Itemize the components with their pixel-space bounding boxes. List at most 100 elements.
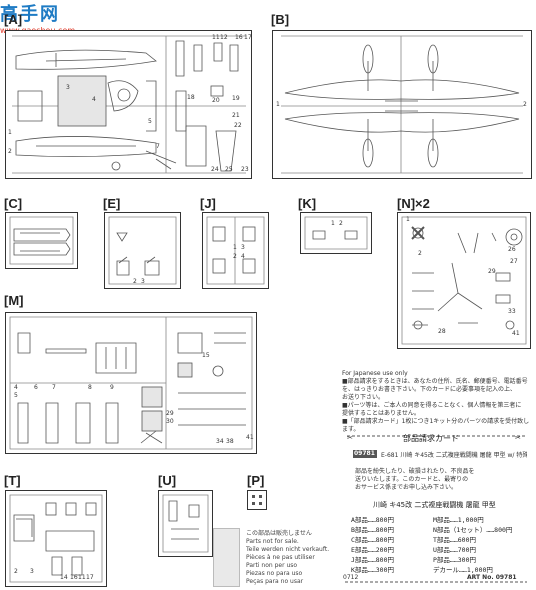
svg-text:2: 2 xyxy=(14,568,18,575)
svg-text:34: 34 xyxy=(216,438,224,445)
price-right-M: M部品……1,000円 xyxy=(433,516,484,524)
label-A: [A] xyxy=(4,12,23,27)
nfs-line: Piezas no para uso xyxy=(246,570,303,577)
svg-text:26: 26 xyxy=(508,246,516,253)
svg-text:33: 33 xyxy=(508,308,516,315)
price-left-E: E部品……200円 xyxy=(351,546,394,554)
svg-text:11: 11 xyxy=(78,574,86,581)
notice-line: ■部品請求をするときは、あなたの住所、氏名、郵便番号、電話番号 xyxy=(342,378,528,385)
nfs-line: Peças para no usar xyxy=(246,578,304,585)
notice-line: ■パーツ等は、ご本人の同意を得ることなく、個人情報を第三者に xyxy=(342,402,522,409)
svg-text:41: 41 xyxy=(512,330,520,337)
svg-text:6: 6 xyxy=(34,384,38,391)
svg-text:1: 1 xyxy=(331,220,335,227)
svg-text:19: 19 xyxy=(232,95,240,102)
notice-line: を、はっきりお書き下さい。下のカードに必要事項を記入の上、 xyxy=(342,386,517,393)
sprue-C-drawing xyxy=(9,216,74,265)
card-footer-right: ART No. 09781 xyxy=(467,574,517,581)
svg-text:9: 9 xyxy=(110,384,114,391)
svg-text:16: 16 xyxy=(70,574,78,581)
svg-text:3: 3 xyxy=(241,244,245,251)
svg-text:12: 12 xyxy=(220,34,228,41)
svg-text:2: 2 xyxy=(8,148,12,155)
svg-text:5: 5 xyxy=(14,392,18,399)
logo-brand: 高手网 xyxy=(0,4,60,25)
svg-text:3: 3 xyxy=(66,84,70,91)
card-code: 09781 xyxy=(354,450,375,457)
sprue-frame-N: 1 2 26 27 33 41 28 29 xyxy=(397,212,531,349)
price-right-decal: デカール……1,000円 xyxy=(433,566,493,574)
label-N: [N]×2 xyxy=(397,196,430,211)
svg-text:24: 24 xyxy=(211,166,219,173)
notice-line: ■「部品請求カード」1枚につき1キット分のパーツの請求を受付致します。 xyxy=(342,418,530,433)
label-M: [M] xyxy=(4,293,24,308)
svg-text:5: 5 xyxy=(148,118,152,125)
not-for-sale-swatch xyxy=(213,528,240,587)
price-right-T: T部品……600円 xyxy=(433,536,476,544)
svg-text:14: 14 xyxy=(60,574,68,581)
sprue-frame-U xyxy=(158,490,213,557)
card-product-name: 川崎 キ45改 二式複座戦闘機 屠龍 甲型 xyxy=(373,501,496,509)
svg-text:8: 8 xyxy=(88,384,92,391)
notice-line: 提供することはありません。 xyxy=(342,410,420,417)
scissors-icon: ✂ xyxy=(347,434,353,442)
svg-text:7: 7 xyxy=(156,143,160,150)
label-C: [C] xyxy=(4,196,23,211)
svg-text:15: 15 xyxy=(202,352,210,359)
card-title: 部品請求カード xyxy=(403,434,459,443)
svg-text:28: 28 xyxy=(438,328,446,335)
svg-text:1: 1 xyxy=(233,244,237,251)
svg-text:1: 1 xyxy=(406,216,410,223)
price-left-J: J部品……800円 xyxy=(351,556,394,564)
card-footer-left: 0712 xyxy=(343,574,359,581)
svg-text:2: 2 xyxy=(233,253,237,260)
not-for-sale-note: この部品は販売しません Parts not for sale. Teile we… xyxy=(246,530,329,586)
price-right-U: U部品……700円 xyxy=(433,546,476,554)
svg-text:29: 29 xyxy=(488,268,496,275)
sprue-frame-C xyxy=(5,212,78,269)
svg-text:1: 1 xyxy=(8,129,12,136)
parts-request-notice: For Japanese use only ■部品請求をするときは、あなたの住所… xyxy=(342,370,530,434)
svg-text:27: 27 xyxy=(510,258,518,265)
svg-text:18: 18 xyxy=(187,94,195,101)
label-K: [K] xyxy=(298,196,317,211)
svg-text:3: 3 xyxy=(141,278,145,285)
card-desc-line: おサービス係までお申し込み下さい。 xyxy=(355,484,458,491)
svg-text:4: 4 xyxy=(92,96,96,103)
svg-text:30: 30 xyxy=(166,418,174,425)
sprue-frame-P xyxy=(247,490,267,510)
svg-text:17: 17 xyxy=(244,34,251,41)
svg-text:41: 41 xyxy=(246,434,254,441)
price-right-N: N部品（1セット）……800円 xyxy=(433,526,513,534)
svg-text:3: 3 xyxy=(30,568,34,575)
svg-text:21: 21 xyxy=(232,112,240,119)
price-left-C: C部品……800円 xyxy=(351,536,394,544)
svg-text:4: 4 xyxy=(14,384,18,391)
parts-request-card: ✂ ✂ 部品請求カード 09781 E-681 川崎 キ45改 二式複座戦闘機 … xyxy=(343,430,529,585)
nfs-line: Pièces à ne pas utiliser xyxy=(246,554,315,561)
sprue-N-drawing: 1 2 26 27 33 41 28 29 xyxy=(401,216,527,345)
sprue-U-drawing xyxy=(162,494,209,553)
card-desc-line: 部品を紛失したり、破損されたり、不良品を xyxy=(355,468,475,475)
svg-text:2: 2 xyxy=(418,250,422,257)
price-left-A: A部品……800円 xyxy=(351,516,394,524)
notice-line: お送り下さい。 xyxy=(342,394,385,401)
label-P: [P] xyxy=(247,473,265,488)
svg-text:2: 2 xyxy=(133,278,137,285)
svg-text:7: 7 xyxy=(52,384,56,391)
card-desc-line: 送りいたします。このカードと、最寄りの xyxy=(355,476,469,483)
label-E: [E] xyxy=(103,196,121,211)
svg-text:1: 1 xyxy=(276,101,280,108)
label-U: [U] xyxy=(158,473,177,488)
nfs-line: Teile werden nicht verkauft. xyxy=(246,546,330,553)
card-kit-line: E-681 川崎 キ45改 二式複座戦闘機 屠龍 甲型 w/ 特殊フィルム xyxy=(381,452,527,459)
